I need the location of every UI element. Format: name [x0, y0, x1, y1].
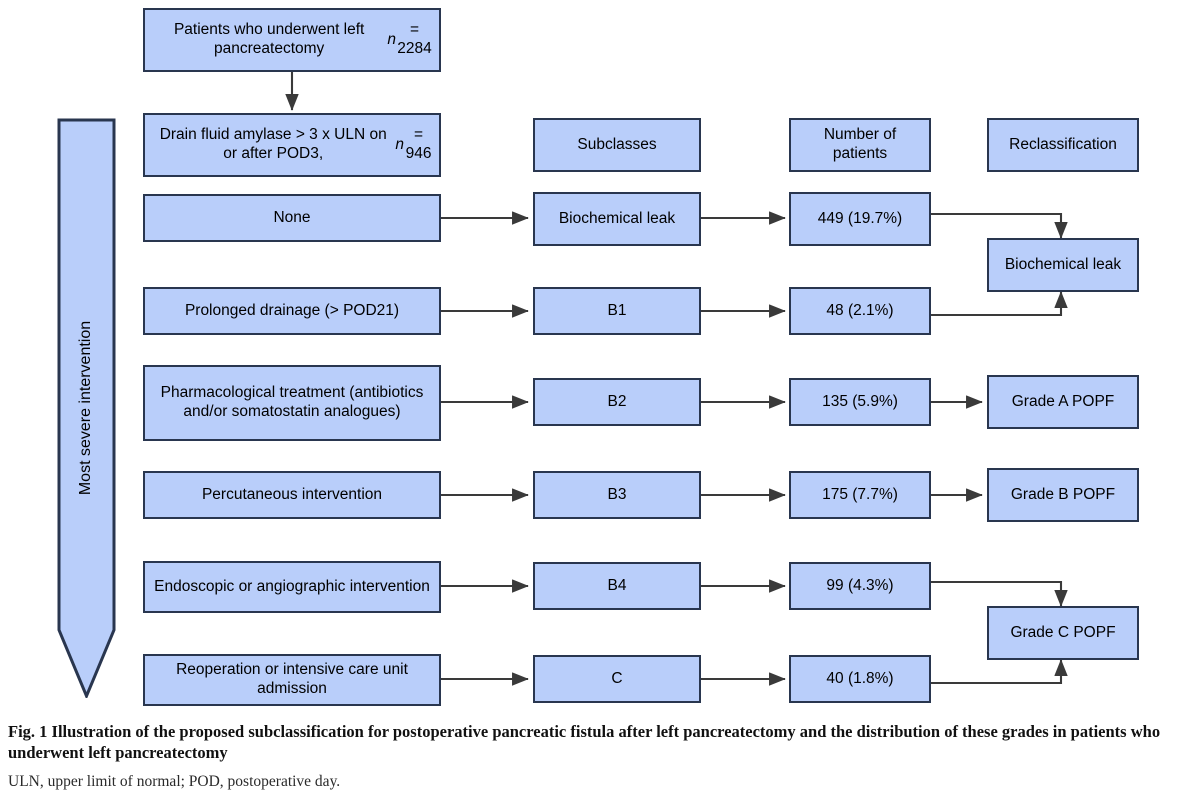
edge-99-to-grade-c [931, 580, 1068, 607]
node-intervention-endoscopic: Endoscopic or angiographic intervention [143, 561, 441, 613]
edge-48-to-biochemical-leak [931, 291, 1068, 317]
node-intervention-prolonged-drainage: Prolonged drainage (> POD21) [143, 287, 441, 335]
node-patients-b3: 175 (7.7%) [789, 471, 931, 519]
edge-449-to-biochemical-leak [931, 212, 1068, 239]
node-patients-b4: 99 (4.3%) [789, 562, 931, 610]
node-subclass-b1: B1 [533, 287, 701, 335]
caption-footnote: ULN, upper limit of normal; POD, postope… [8, 772, 341, 790]
header-subclasses: Subclasses [533, 118, 701, 172]
node-reclassification-grade-b-popf: Grade B POPF [987, 468, 1139, 522]
node-intervention-reoperation: Reoperation or intensive care unit admis… [143, 654, 441, 706]
node-reclassification-biochemical-leak: Biochemical leak [987, 238, 1139, 292]
node-intervention-none: None [143, 194, 441, 242]
node-cohort: Patients who underwent left pancreatecto… [143, 8, 441, 72]
edge-40-to-grade-c [931, 659, 1068, 685]
node-subclass-b4: B4 [533, 562, 701, 610]
severity-axis-arrow [57, 118, 116, 698]
flowchart-figure: Most severe intervention Patients who un… [57, 8, 1139, 706]
node-patients-b1: 48 (2.1%) [789, 287, 931, 335]
caption-main: Fig. 1 Illustration of the proposed subc… [8, 722, 1192, 764]
node-patients-b2: 135 (5.9%) [789, 378, 931, 426]
caption-label: Fig. 1 [8, 722, 48, 741]
node-intervention-percutaneous: Percutaneous intervention [143, 471, 441, 519]
node-intervention-pharmacological: Pharmacological treatment (antibiotics a… [143, 365, 441, 441]
figure-caption: Fig. 1 Illustration of the proposed subc… [8, 722, 1192, 791]
node-patients-biochemical-leak: 449 (19.7%) [789, 192, 931, 246]
header-reclassification: Reclassification [987, 118, 1139, 172]
node-subclass-b3: B3 [533, 471, 701, 519]
node-drain-criteria: Drain fluid amylase > 3 x ULN on or afte… [143, 113, 441, 177]
node-subclass-b2: B2 [533, 378, 701, 426]
header-number-of-patients: Number of patients [789, 118, 931, 172]
node-reclassification-grade-a-popf: Grade A POPF [987, 375, 1139, 429]
node-subclass-biochemical-leak: Biochemical leak [533, 192, 701, 246]
caption-title: Illustration of the proposed subclassifi… [8, 722, 1161, 762]
node-reclassification-grade-c-popf: Grade C POPF [987, 606, 1139, 660]
node-patients-c: 40 (1.8%) [789, 655, 931, 703]
node-subclass-c: C [533, 655, 701, 703]
